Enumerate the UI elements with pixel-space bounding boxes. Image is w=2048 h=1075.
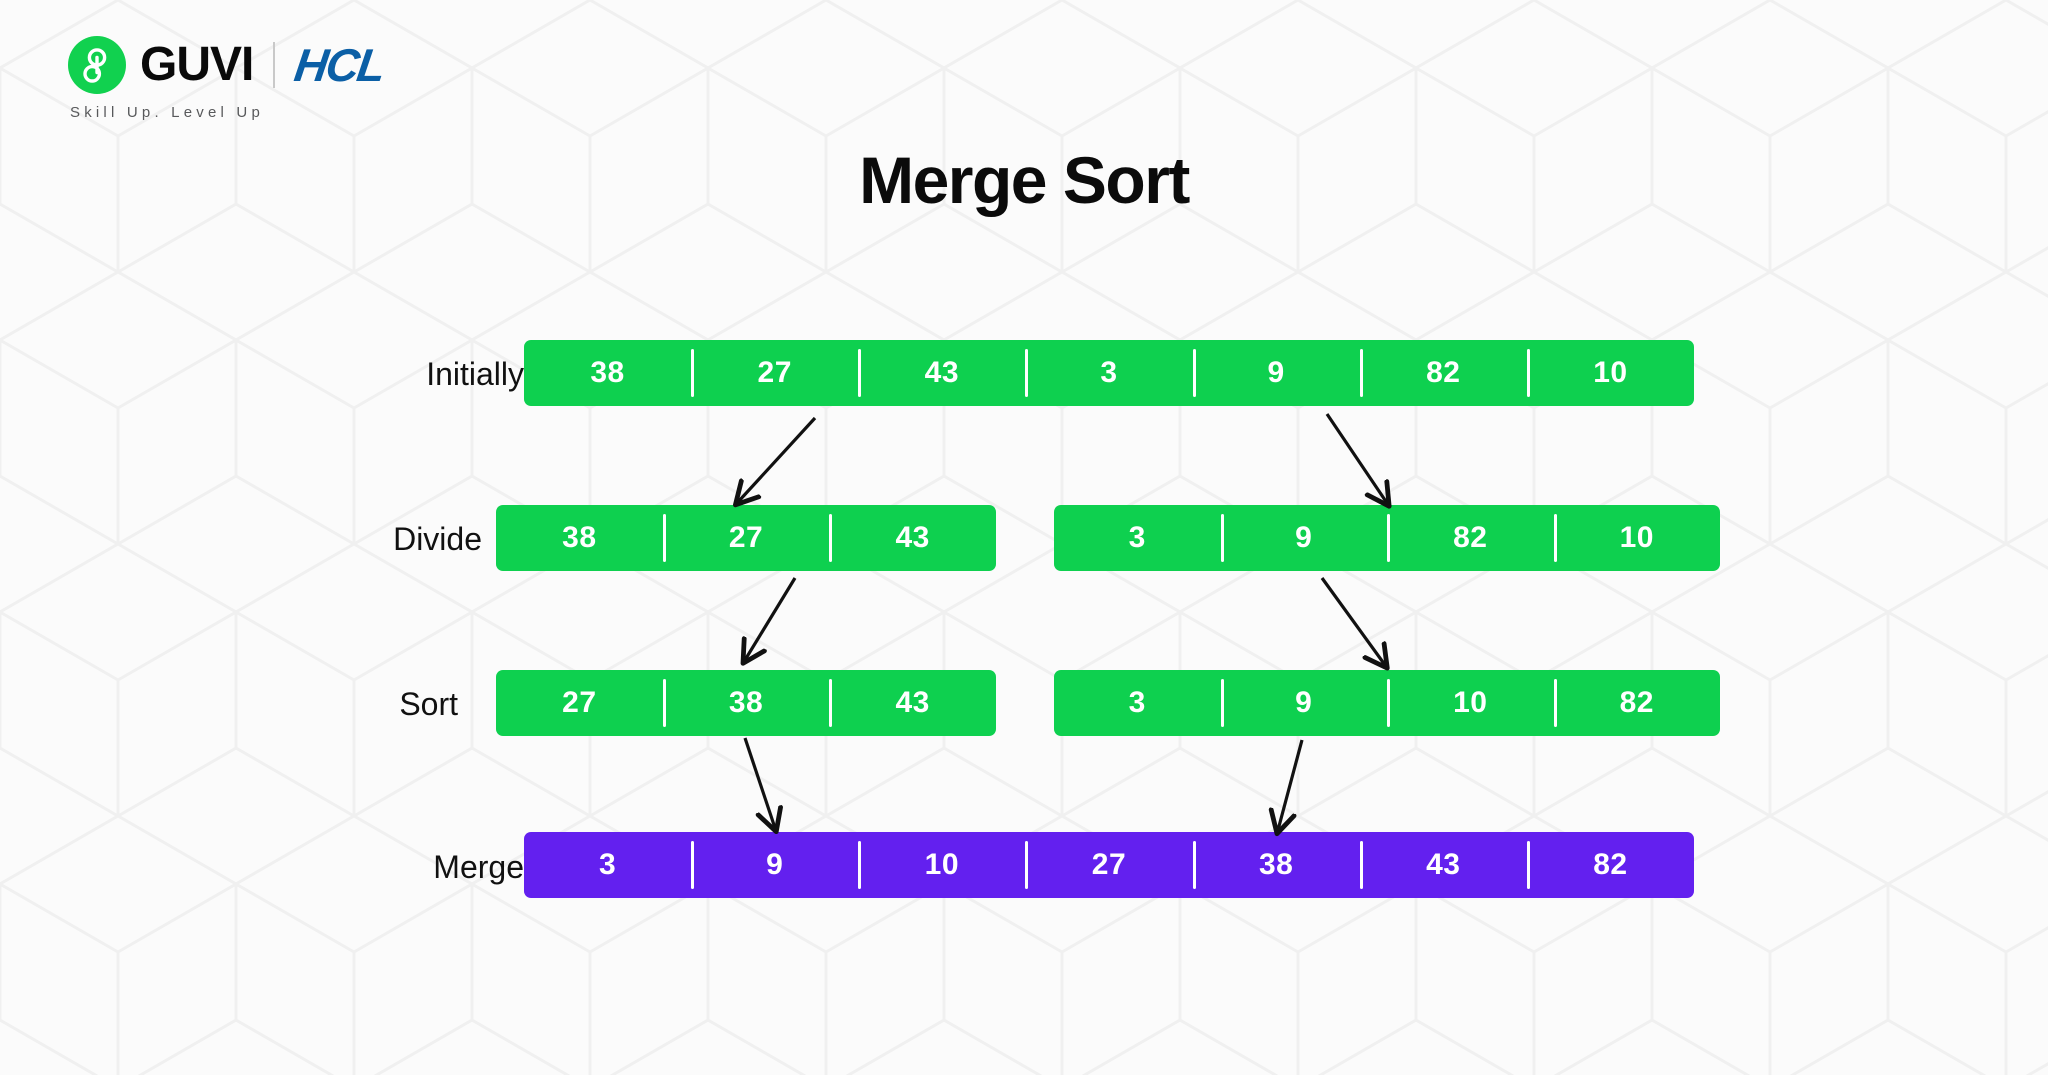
array-cell: 10 <box>1387 670 1554 736</box>
array-cell: 82 <box>1359 340 1527 406</box>
row-label-initially: Initially <box>426 356 524 392</box>
brand-divider <box>273 42 276 88</box>
array-cell: 38 <box>590 356 625 389</box>
divide-to-sort-left <box>745 577 797 660</box>
row-label-divide: Divide <box>393 521 482 557</box>
array-cell: 43 <box>829 505 996 571</box>
guvi-circle-g-icon <box>68 36 126 94</box>
array-cell: 10 <box>858 832 1025 898</box>
brand-tagline: Skill Up. Level Up <box>70 104 264 121</box>
array-cell: 9 <box>1220 505 1388 571</box>
array-cell: 3 <box>1025 340 1192 406</box>
array-cell: 9 <box>1192 340 1360 406</box>
array-cell: 38 <box>562 521 597 554</box>
sort-to-merge-right <box>1278 739 1304 830</box>
initially-to-divide-right <box>1325 413 1387 503</box>
initially-to-divide-left <box>738 416 817 502</box>
array-cell: 43 <box>1359 832 1527 898</box>
guvi-wordmark: GUVI <box>140 38 254 91</box>
array-cell: 10 <box>1526 340 1694 406</box>
row-label-merge: Merge <box>433 849 524 885</box>
row-label-sort: Sort <box>399 686 458 722</box>
array-cell: 27 <box>1025 832 1192 898</box>
array-cell: 27 <box>691 340 858 406</box>
array-cell: 27 <box>662 505 830 571</box>
array-cell: 3 <box>1128 521 1146 554</box>
array-cell: 27 <box>562 686 597 719</box>
array-cell: 82 <box>1526 832 1694 898</box>
array-cell: 38 <box>1192 832 1360 898</box>
array-cell: 38 <box>662 670 830 736</box>
array-cell: 3 <box>1128 686 1146 719</box>
divide-to-sort-right <box>1320 577 1385 665</box>
array-cell: 10 <box>1553 505 1721 571</box>
array-cell: 82 <box>1553 670 1721 736</box>
brand-logos: GUVI HCL <box>68 34 388 96</box>
array-cell: 43 <box>829 670 996 736</box>
array-cell: 82 <box>1387 505 1554 571</box>
array-cell: 9 <box>691 832 858 898</box>
array-cell: 3 <box>598 848 617 881</box>
array-cell: 9 <box>1220 670 1388 736</box>
array-cell: 43 <box>858 340 1025 406</box>
sort-to-merge-left <box>743 737 775 828</box>
brand-header: GUVI HCL Skill Up. Level Up <box>68 34 388 121</box>
page-title: Merge Sort <box>859 143 1190 217</box>
